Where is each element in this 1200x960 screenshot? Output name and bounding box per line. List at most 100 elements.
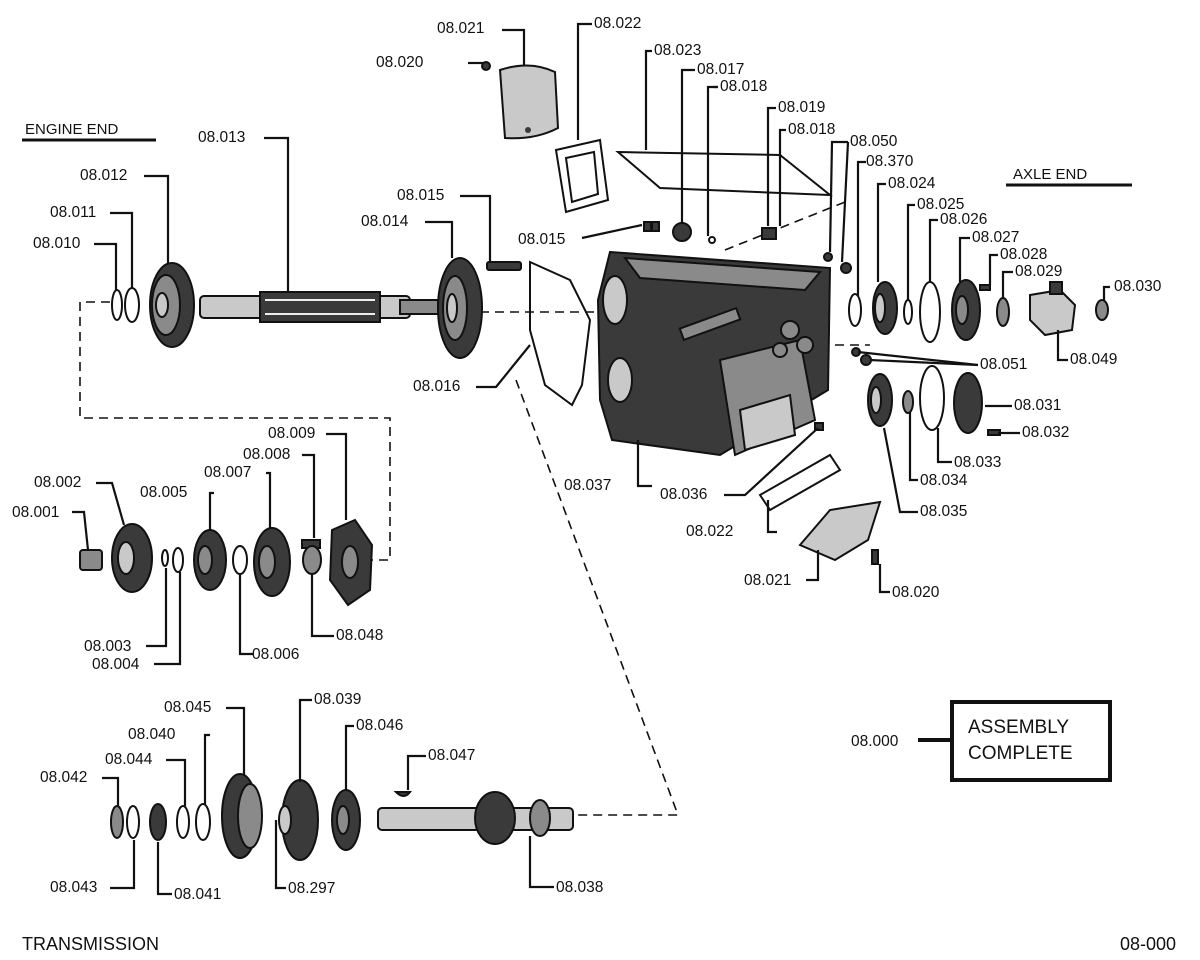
label-08-025: 08.025 <box>917 196 964 213</box>
label-08-036: 08.036 <box>660 486 707 503</box>
first-gear-part <box>253 527 291 597</box>
nut-part <box>1095 299 1109 321</box>
label-08-046: 08.046 <box>356 717 403 734</box>
small-bolt-parts <box>643 221 872 431</box>
inspection-cover-part <box>498 64 560 140</box>
label-08-013: 08.013 <box>198 129 245 146</box>
label-08-023: 08.023 <box>654 42 701 59</box>
label-08-009: 08.009 <box>268 425 315 442</box>
thrust-washer-part <box>110 805 124 839</box>
tapered-bearing-part <box>872 281 898 335</box>
label-08-002: 08.002 <box>34 474 81 491</box>
label-08-017: 08.017 <box>697 61 744 78</box>
label-08-030: 08.030 <box>1114 278 1162 295</box>
label-08-000: 08.000 <box>851 733 899 750</box>
label-08-015-upper: 08.015 <box>397 187 444 204</box>
label-08-004: 08.004 <box>92 656 140 673</box>
label-08-020-bottom: 08.020 <box>892 584 940 601</box>
label-08-005: 08.005 <box>140 484 187 501</box>
end-cap-part <box>953 372 983 434</box>
gasket-ring-part <box>919 281 941 343</box>
spacer-ring-part <box>232 545 248 575</box>
label-08-029: 08.029 <box>1015 263 1062 280</box>
label-08-033: 08.033 <box>954 454 1001 471</box>
label-08-370: 08.370 <box>866 153 914 170</box>
label-08-040: 08.040 <box>128 726 176 743</box>
label-08-006: 08.006 <box>252 646 299 663</box>
snap-ring-part <box>111 289 123 321</box>
synchronizer-hub-part <box>111 523 153 593</box>
label-08-051: 08.051 <box>980 356 1027 373</box>
assembly-complete-box <box>950 700 1112 782</box>
washer-part <box>124 287 140 323</box>
washer-ring-part <box>126 805 140 839</box>
screw-part <box>979 284 991 291</box>
third-gear-part <box>331 789 361 851</box>
label-08-001: 08.001 <box>12 504 59 521</box>
label-08-048: 08.048 <box>336 627 383 644</box>
label-08-008: 08.008 <box>243 446 290 463</box>
label-08-010: 08.010 <box>33 235 81 252</box>
seal-ring-part <box>848 293 862 327</box>
assembly-line-2: COMPLETE <box>968 743 1073 764</box>
label-08-021-bottom: 08.021 <box>744 572 791 589</box>
label-08-050: 08.050 <box>850 133 898 150</box>
label-08-039: 08.039 <box>314 691 361 708</box>
roller-bearing-part <box>149 803 167 841</box>
label-08-045: 08.045 <box>164 699 211 716</box>
drive-gear-part <box>437 257 483 359</box>
bearing-retainer-part <box>951 279 981 341</box>
bottom-screw-part <box>871 549 879 565</box>
small-ring-parts <box>161 547 184 573</box>
label-08-031: 08.031 <box>1014 397 1061 414</box>
label-08-043: 08.043 <box>50 879 97 896</box>
plug-part <box>672 222 692 242</box>
output-yoke-part <box>1029 281 1077 337</box>
label-08-018-lower: 08.018 <box>788 121 835 138</box>
lower-bearing-part <box>867 373 893 427</box>
label-08-047: 08.047 <box>428 747 475 764</box>
label-08-021-top: 08.021 <box>437 20 484 37</box>
label-08-014: 08.014 <box>361 213 409 230</box>
label-08-035: 08.035 <box>920 503 967 520</box>
label-08-032: 08.032 <box>1022 424 1069 441</box>
label-08-037: 08.037 <box>564 477 611 494</box>
main-drive-gear-part <box>149 262 195 348</box>
label-08-012: 08.012 <box>80 167 127 184</box>
label-08-020-top: 08.020 <box>376 54 424 71</box>
axle-end-header: AXLE END <box>1013 166 1087 183</box>
transmission-case-part <box>596 250 832 457</box>
leader-lines <box>72 22 1110 896</box>
label-08-019: 08.019 <box>778 99 825 116</box>
part-number-labels: 08.021 08.022 08.020 08.023 08.017 08.01… <box>12 15 1162 903</box>
label-08-027: 08.027 <box>972 229 1019 246</box>
label-08-028: 08.028 <box>1000 246 1047 263</box>
countershaft-part <box>377 791 574 845</box>
label-08-297: 08.297 <box>288 880 335 897</box>
cover-gasket-part <box>554 138 610 214</box>
needle-bearing-part <box>301 539 322 575</box>
label-08-003: 08.003 <box>84 638 131 655</box>
label-08-015-lower: 08.015 <box>518 231 565 248</box>
engine-end-header: ENGINE END <box>25 121 119 138</box>
woodruff-key-part <box>393 791 413 797</box>
counter-gear-part <box>278 779 319 861</box>
gasket-part <box>529 260 592 407</box>
top-cover-gasket-part <box>615 150 834 197</box>
label-08-011: 08.011 <box>50 204 96 221</box>
lower-washer-part <box>902 390 914 414</box>
shim-part <box>903 299 913 325</box>
label-08-049: 08.049 <box>1070 351 1117 368</box>
label-08-018-top: 08.018 <box>720 78 767 95</box>
bottom-cover-part <box>798 500 882 562</box>
main-shaft-part <box>199 291 439 323</box>
bottom-gasket-part <box>758 453 842 512</box>
bottom-ring-parts <box>176 803 211 841</box>
reverse-gear-plate-part <box>328 518 374 607</box>
label-08-041: 08.041 <box>174 886 221 903</box>
second-gear-part <box>193 529 227 591</box>
assembly-line-1: ASSEMBLY <box>968 717 1069 738</box>
label-08-022-bottom: 08.022 <box>686 523 733 540</box>
label-08-026: 08.026 <box>940 211 987 228</box>
